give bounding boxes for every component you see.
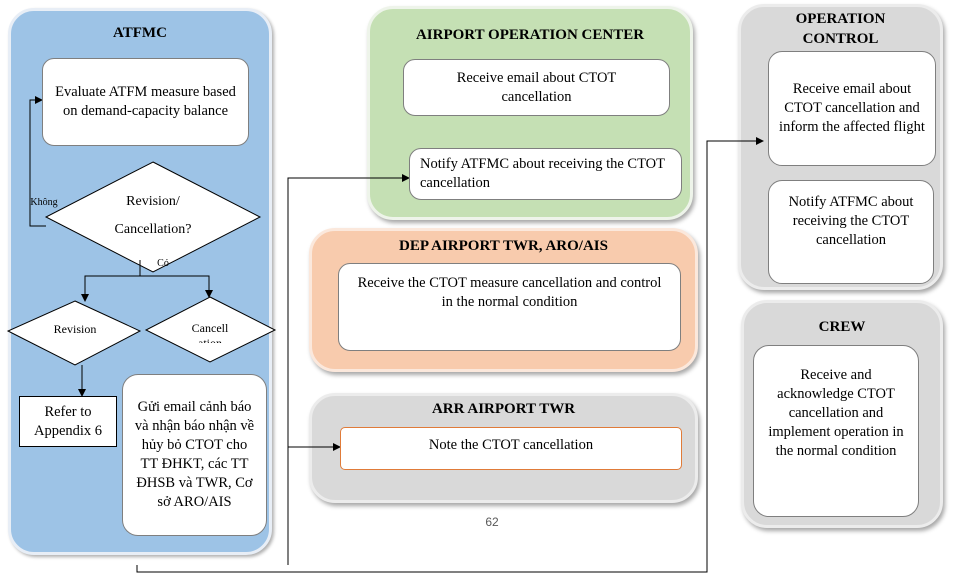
decision-line2: Cancellation?	[114, 222, 192, 237]
dep-receive-box: Receive the CTOT measure cancellation an…	[338, 263, 681, 351]
crew-receive-box: Receive and acknowledge CTOT cancellatio…	[753, 345, 919, 517]
decision-line1: Revision/	[126, 194, 180, 209]
yes-label: Có	[157, 258, 169, 269]
refer-text: Refer to Appendix 6	[33, 403, 103, 439]
revision-label: Revision	[53, 322, 97, 336]
opc-receive-text: Receive email about CTOT cancellation an…	[779, 81, 925, 135]
dep-title: DEP AIRPORT TWR, ARO/AIS	[399, 238, 608, 254]
operation-control-title-line1: OPERATION	[795, 11, 886, 27]
aoc-receive-text: Receive email about CTOT cancellation	[456, 69, 617, 105]
cancellation-label-line2: ation	[198, 336, 222, 343]
evaluate-box: Evaluate ATFM measure based on demand-ca…	[42, 58, 249, 146]
arr-note-text: Note the CTOT cancellation	[428, 437, 594, 453]
decision-diamond	[44, 161, 262, 273]
atfmc-title: ATFMC	[113, 25, 167, 41]
no-loop-arrow	[29, 96, 46, 227]
arr-title: ARR AIRPORT TWR	[431, 401, 576, 417]
send-email-box: Gửi email cảnh báo và nhận báo nhận về h…	[122, 374, 267, 536]
revision-diamond	[6, 300, 142, 366]
aoc-notify-box: Notify ATFMC about receiving the CTOT ca…	[409, 148, 682, 200]
opc-receive-box: Receive email about CTOT cancellation an…	[768, 51, 936, 166]
cancellation-diamond	[144, 296, 277, 363]
page-number: 62	[485, 515, 499, 529]
bottom-connector	[136, 137, 764, 573]
cancellation-label-line2-clip: ation	[172, 336, 248, 343]
aoc-title: AIRPORT OPERATION CENTER	[415, 27, 645, 43]
operation-control-title-line2: CONTROL	[802, 31, 879, 47]
yes-branch-right	[140, 275, 213, 298]
aoc-receive-box: Receive email about CTOT cancellation	[403, 59, 670, 116]
dep-receive-text: Receive the CTOT measure cancellation an…	[357, 275, 662, 310]
cancellation-label-line1: Cancell	[191, 321, 229, 335]
crew-title: CREW	[818, 319, 866, 335]
aoc-notify-text: Notify ATFMC about receiving the CTOT ca…	[420, 156, 665, 191]
arr-note-box: Note the CTOT cancellation	[340, 427, 682, 470]
crew-receive-text: Receive and acknowledge CTOT cancellatio…	[768, 367, 904, 459]
evaluate-text: Evaluate ATFM measure based on demand-ca…	[55, 84, 236, 119]
refer-box: Refer to Appendix 6	[19, 396, 117, 447]
opc-notify-box: Notify ATFMC about receiving the CTOT ca…	[768, 180, 934, 284]
opc-notify-text: Notify ATFMC about receiving the CTOT ca…	[788, 194, 914, 248]
no-label: Không	[30, 197, 58, 208]
aoc-connector	[287, 174, 410, 565]
yes-branch-line	[81, 260, 141, 302]
send-email-text: Gửi email cảnh báo và nhận báo nhận về h…	[134, 399, 255, 510]
